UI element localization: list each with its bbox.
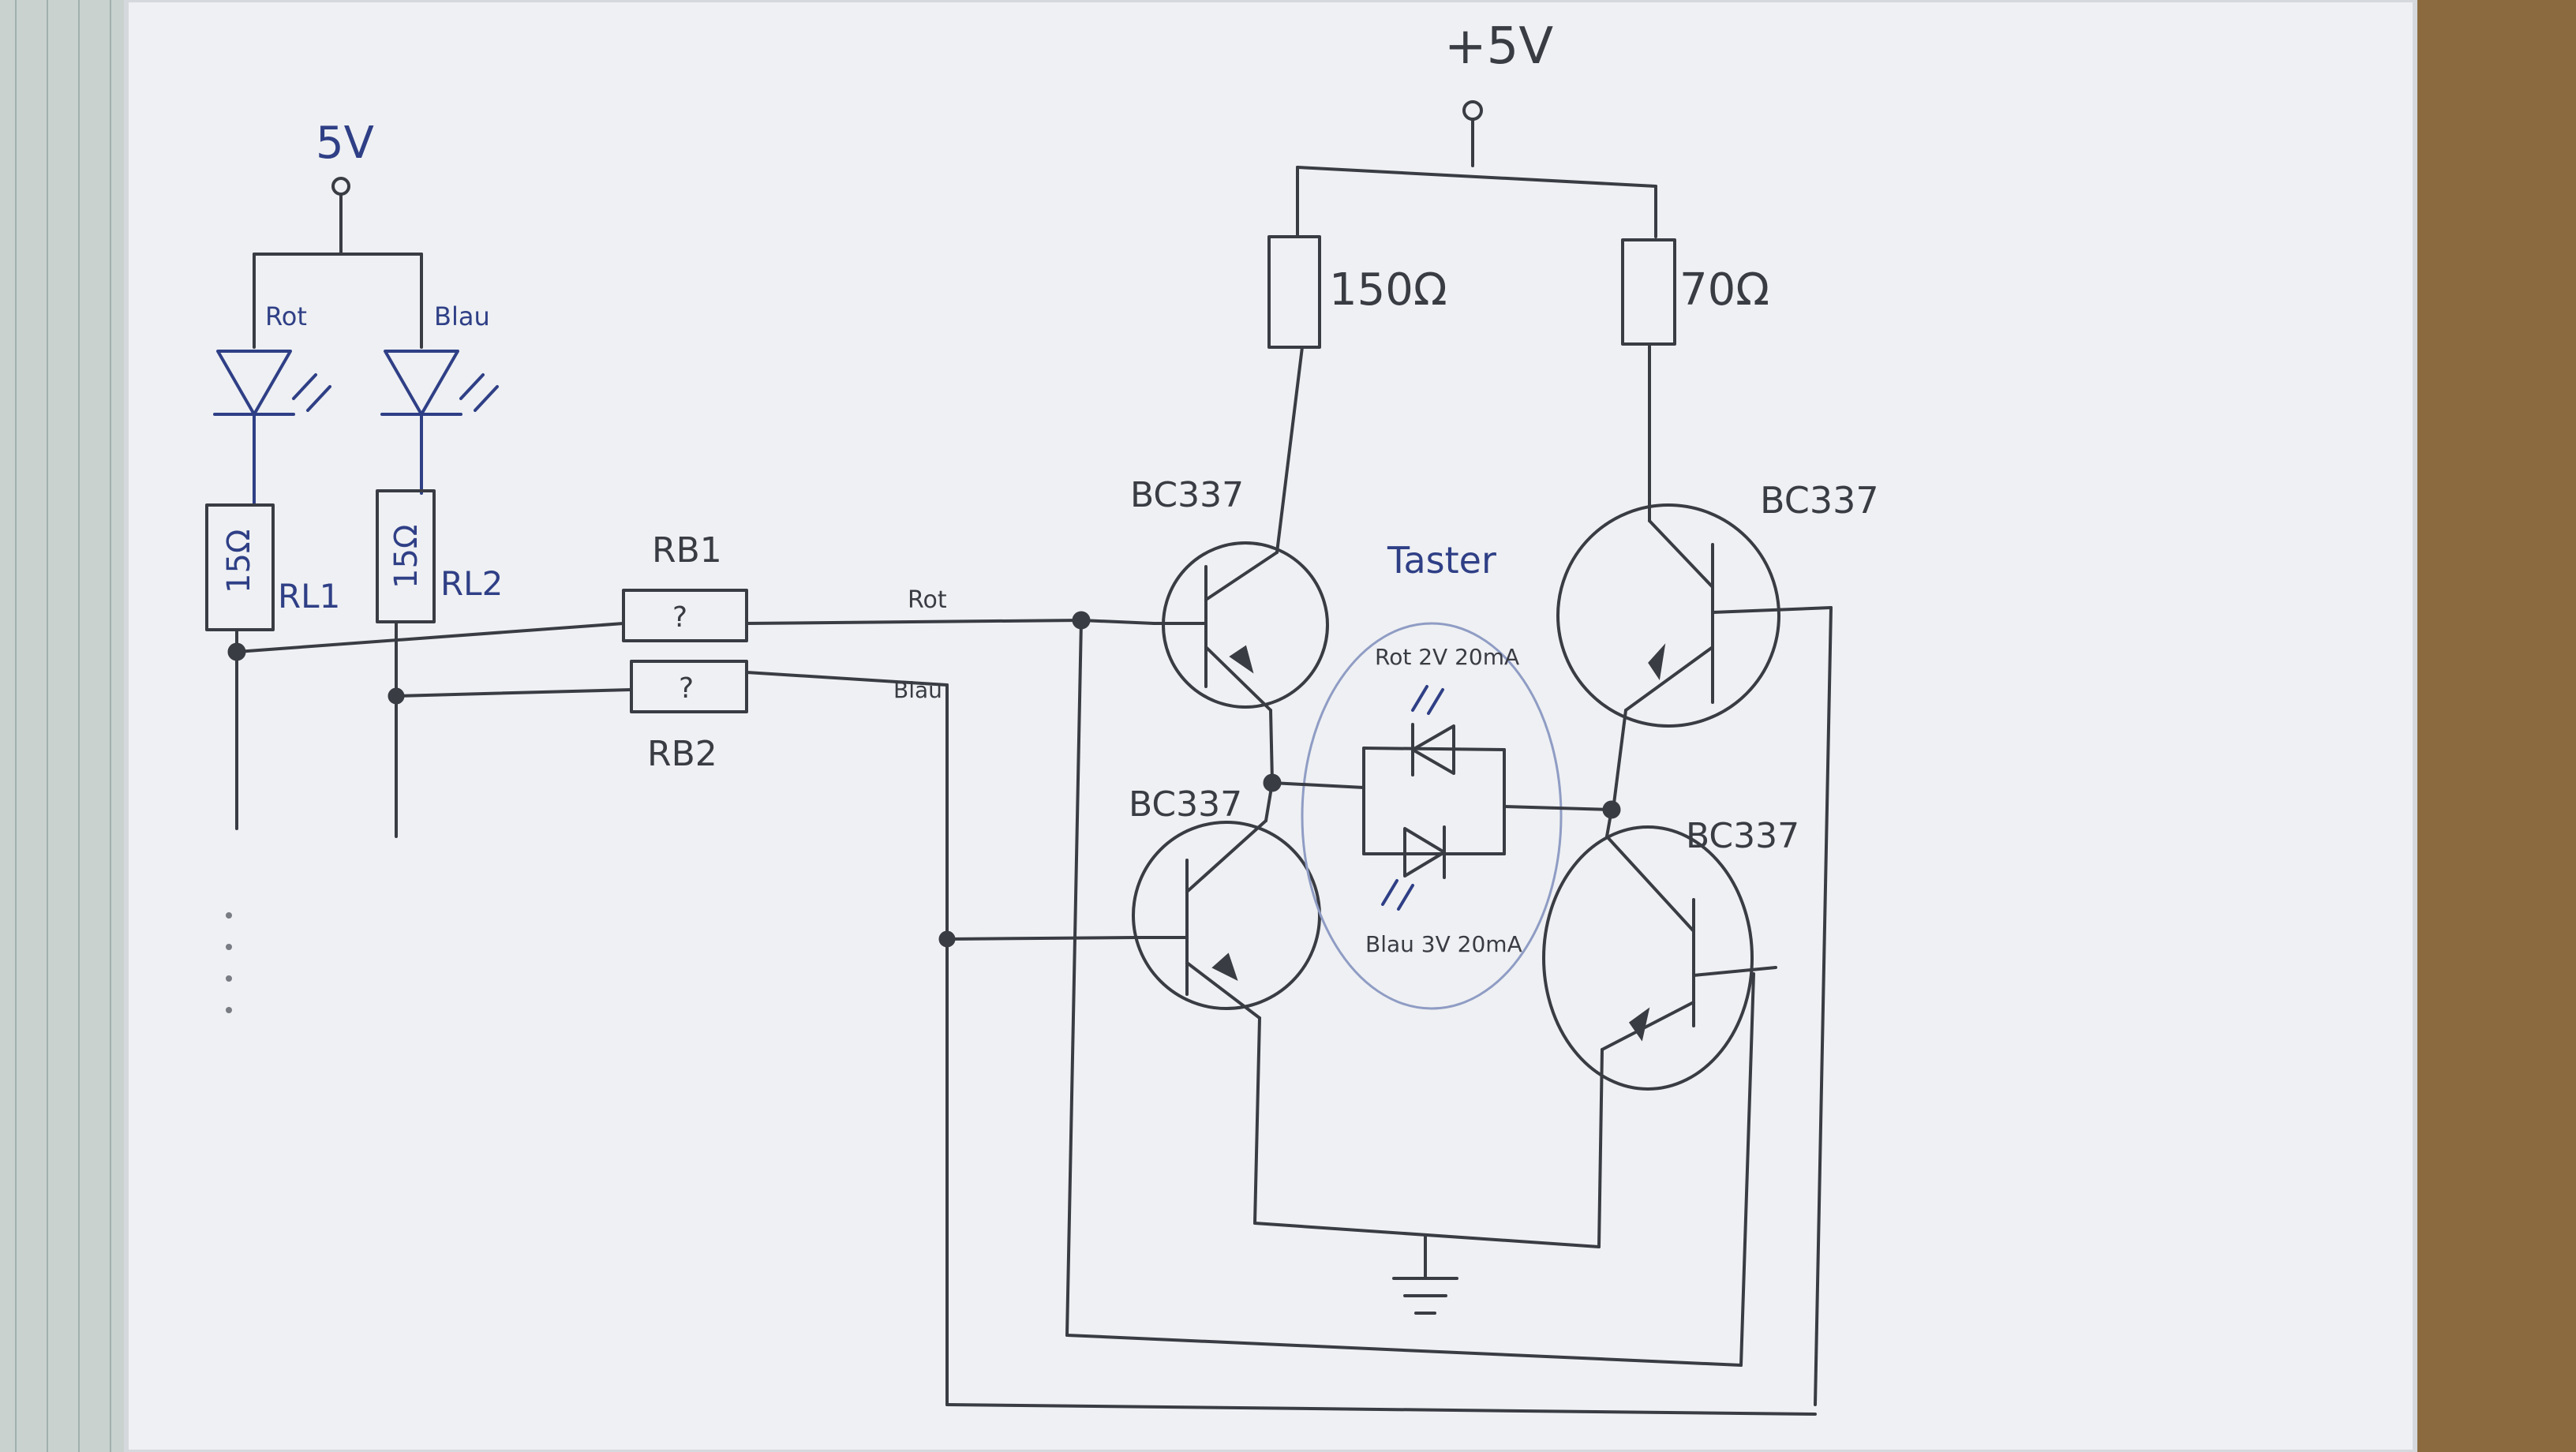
notebook-edge xyxy=(0,0,142,1452)
label-rb2-value: ? xyxy=(679,672,694,705)
transistor-q3 xyxy=(1556,503,1833,728)
label-rb1-value: ? xyxy=(672,601,687,634)
resistor-rl2 xyxy=(376,489,436,623)
led-blue-symbol xyxy=(380,350,499,495)
label-rl2-name: RL2 xyxy=(440,564,503,603)
label-wire-blau: Blau xyxy=(893,677,942,703)
label-led-blue-spec: Blau 3V 20mA xyxy=(1365,931,1522,957)
resistor-rb2 xyxy=(630,660,748,713)
label-r-70: 70Ω xyxy=(1679,264,1769,316)
label-supply-top: +5V xyxy=(1444,17,1553,76)
label-rb1-name: RB1 xyxy=(652,530,722,571)
left-led-branch xyxy=(205,177,499,1013)
label-wire-rot: Rot xyxy=(908,586,947,614)
label-rl1-value: 15Ω xyxy=(221,530,257,593)
resistor-150-ohm xyxy=(1267,235,1321,349)
led-red-symbol xyxy=(213,350,331,507)
label-rb2-name: RB2 xyxy=(647,734,717,774)
label-led-blue: Blau xyxy=(434,301,490,331)
label-led-red: Rot xyxy=(265,301,307,331)
label-supply-left: 5V xyxy=(316,118,374,169)
base-drive-wires xyxy=(235,589,1155,1406)
label-led-red-spec: Rot 2V 20mA xyxy=(1375,644,1519,670)
label-q3: BC337 xyxy=(1760,479,1879,522)
label-rl1-name: RL1 xyxy=(278,577,340,616)
ground-symbol xyxy=(1253,1222,1601,1315)
label-q2: BC337 xyxy=(1129,784,1242,825)
resistor-rb1 xyxy=(622,589,748,642)
h-bridge xyxy=(945,100,1833,1416)
bidirectional-led-pair xyxy=(1271,622,1613,1010)
label-r-150: 150Ω xyxy=(1329,264,1447,316)
transistor-q4 xyxy=(1542,825,1777,1091)
label-q4: BC337 xyxy=(1686,816,1799,856)
label-taster: Taster xyxy=(1387,539,1496,582)
label-q1: BC337 xyxy=(1130,475,1244,515)
notebook-grid xyxy=(15,0,111,1452)
paper-shadow xyxy=(124,0,2417,1452)
resistor-rl1 xyxy=(205,503,275,631)
transistor-q1 xyxy=(1152,541,1329,712)
continuation-dots xyxy=(226,912,232,1013)
label-rl2-value: 15Ω xyxy=(388,525,425,589)
